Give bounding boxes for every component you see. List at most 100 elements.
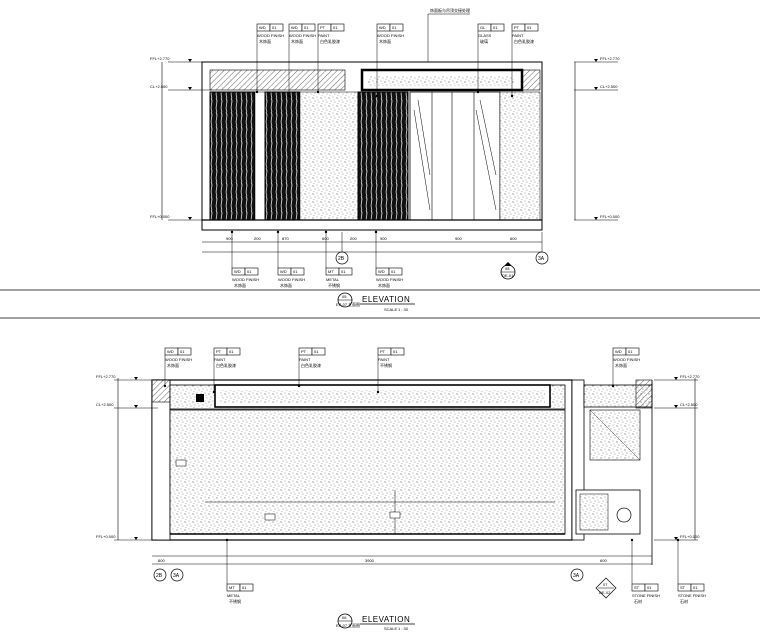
svg-text:05: 05 bbox=[342, 294, 347, 299]
bottom-level-right-0: FFL+2.770 bbox=[654, 374, 700, 381]
top-dim-1: 200 bbox=[254, 236, 261, 241]
svg-text:870: 870 bbox=[282, 236, 289, 241]
svg-text:1 : 30: 1 : 30 bbox=[398, 307, 409, 312]
svg-text:WD: WD bbox=[259, 25, 266, 30]
top-dim-3: 600 bbox=[322, 236, 329, 241]
bottom-level-left-0: FFL+2.770 bbox=[96, 374, 158, 381]
svg-text:METAL: METAL bbox=[326, 277, 340, 282]
svg-text:PAINT: PAINT bbox=[512, 33, 524, 38]
svg-text:木饰面: 木饰面 bbox=[167, 362, 179, 368]
bottom-level-left-1: CL+2.500 bbox=[96, 402, 158, 409]
svg-text:08: 08 bbox=[505, 266, 510, 271]
svg-text:WOOD FINISH: WOOD FINISH bbox=[257, 33, 284, 38]
svg-text:白色乳胶漆: 白色乳胶漆 bbox=[301, 362, 321, 368]
svg-text:01: 01 bbox=[333, 25, 338, 30]
top-dim-5: 900 bbox=[380, 236, 387, 241]
svg-text:白色乳胶漆: 白色乳胶漆 bbox=[514, 38, 534, 44]
svg-text:01: 01 bbox=[314, 349, 319, 354]
svg-text:WOOD FINISH: WOOD FINISH bbox=[278, 277, 305, 282]
svg-text:WD: WD bbox=[234, 269, 241, 274]
svg-text:FFL+2.770: FFL+2.770 bbox=[150, 56, 170, 61]
svg-text:WOOD FINISH: WOOD FINISH bbox=[165, 357, 192, 362]
top-dim-6: 900 bbox=[455, 236, 462, 241]
svg-text:WD: WD bbox=[167, 349, 174, 354]
bottom-basin bbox=[616, 507, 632, 523]
top-level-left-0: FFL+2.770 bbox=[150, 56, 212, 63]
svg-text:01: 01 bbox=[527, 25, 532, 30]
svg-text:CL+2.500: CL+2.500 bbox=[150, 84, 168, 89]
top-level-right-1: CL+2.500 bbox=[574, 84, 618, 91]
svg-text:01: 01 bbox=[180, 349, 185, 354]
svg-text:01: 01 bbox=[304, 25, 309, 30]
top-dim-2: 870 bbox=[282, 236, 289, 241]
svg-text:07: 07 bbox=[603, 582, 608, 587]
svg-text:SCALE: SCALE bbox=[384, 626, 397, 631]
svg-text:01: 01 bbox=[393, 349, 398, 354]
svg-text:WD: WD bbox=[615, 349, 622, 354]
top-level-right-0: FFL+2.770 bbox=[574, 56, 620, 63]
svg-text:不锈钢: 不锈钢 bbox=[328, 282, 340, 288]
svg-text:GLASS: GLASS bbox=[478, 33, 492, 38]
svg-text:WD: WD bbox=[280, 269, 287, 274]
svg-text:WOOD FINISH: WOOD FINISH bbox=[376, 277, 403, 282]
top-wood-panel-3 bbox=[357, 91, 409, 221]
svg-text:CL+2.500: CL+2.500 bbox=[96, 402, 114, 407]
svg-text:3A: 3A bbox=[538, 256, 545, 262]
svg-text:木饰面: 木饰面 bbox=[259, 38, 271, 44]
bottom-right-column-hatch bbox=[635, 379, 653, 409]
svg-text:PT: PT bbox=[380, 349, 386, 354]
svg-text:白色乳胶漆: 白色乳胶漆 bbox=[216, 362, 236, 368]
bottom-left-column-hatch bbox=[151, 379, 171, 403]
svg-text:DE-01: DE-01 bbox=[502, 273, 514, 278]
svg-text:石材: 石材 bbox=[680, 598, 688, 604]
svg-text:不锈钢: 不锈钢 bbox=[229, 598, 241, 604]
svg-text:600: 600 bbox=[322, 236, 329, 241]
svg-text:FFL+2.770: FFL+2.770 bbox=[680, 374, 700, 379]
top-ceiling-light-inner bbox=[368, 76, 514, 86]
svg-text:01: 01 bbox=[293, 269, 298, 274]
bottom-left-column bbox=[151, 379, 171, 541]
bottom-dim-0: 600 bbox=[158, 558, 165, 563]
svg-text:PAINT: PAINT bbox=[214, 357, 226, 362]
svg-text:900: 900 bbox=[455, 236, 462, 241]
bottom-dim-2: 600 bbox=[600, 558, 607, 563]
top-level-left-2: FFL+0.000 bbox=[150, 214, 212, 221]
svg-text:WD: WD bbox=[379, 25, 386, 30]
svg-text:WD: WD bbox=[378, 269, 385, 274]
svg-text:CL+2.500: CL+2.500 bbox=[680, 402, 698, 407]
svg-text:STONE FINISH: STONE FINISH bbox=[632, 593, 660, 598]
svg-text:PT: PT bbox=[514, 25, 520, 30]
svg-text:ST: ST bbox=[680, 585, 686, 590]
svg-text:玻璃: 玻璃 bbox=[480, 38, 488, 44]
svg-text:01: 01 bbox=[693, 585, 698, 590]
svg-text:木饰面: 木饰面 bbox=[291, 38, 303, 44]
svg-text:PT: PT bbox=[301, 349, 307, 354]
top-elevation-title-text: ELEVATION bbox=[362, 295, 410, 304]
top-dim-7: 600 bbox=[510, 236, 517, 241]
svg-text:立面图: 立面图 bbox=[348, 622, 360, 628]
svg-text:01: 01 bbox=[628, 349, 633, 354]
svg-text:WOOD FINISH: WOOD FINISH bbox=[377, 33, 404, 38]
bottom-section-marker: 07 DE-02 bbox=[595, 577, 617, 599]
svg-text:01: 01 bbox=[229, 349, 234, 354]
top-paint-panel-1 bbox=[254, 91, 266, 221]
svg-text:FFL+0.000: FFL+0.000 bbox=[150, 214, 170, 219]
svg-text:2B: 2B bbox=[338, 256, 345, 262]
svg-text:EP-07: EP-07 bbox=[336, 302, 348, 307]
svg-text:WOOD FINISH: WOOD FINISH bbox=[613, 357, 640, 362]
svg-text:01: 01 bbox=[341, 269, 346, 274]
